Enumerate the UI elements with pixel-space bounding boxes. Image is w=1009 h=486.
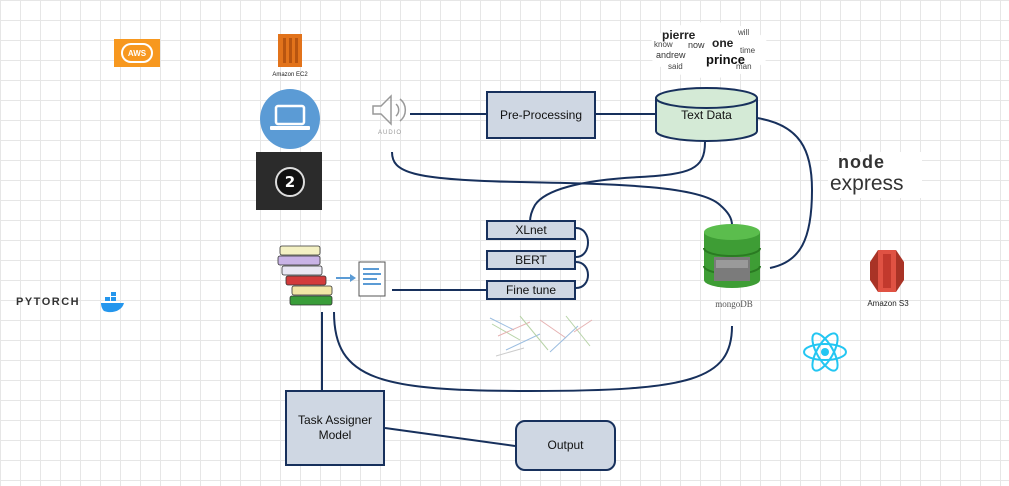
text-data-cylinder[interactable] bbox=[655, 87, 758, 142]
bert-box[interactable]: BERT bbox=[486, 250, 576, 270]
attention-visualization-image bbox=[489, 315, 593, 357]
word-cloud-word: andrew bbox=[656, 50, 686, 60]
word-cloud-image: pierre one prince andrew will said time … bbox=[648, 22, 770, 78]
textdata-to-s3-curve bbox=[756, 117, 814, 269]
document-icon bbox=[336, 261, 386, 297]
mongodb-label: mongoDB bbox=[715, 299, 753, 309]
express-label: express bbox=[830, 172, 904, 195]
books-to-mongodb-curve bbox=[333, 311, 733, 393]
amazon-ec2-label: Amazon EC2 bbox=[272, 72, 308, 78]
word-cloud-word: said bbox=[668, 62, 683, 71]
word-cloud-word: know bbox=[654, 40, 673, 49]
audio-speaker-icon bbox=[372, 94, 407, 126]
word-cloud-word: pierre bbox=[662, 28, 696, 42]
mongodb-icon bbox=[703, 224, 761, 288]
audio-label: AUDIO bbox=[377, 130, 402, 136]
docker-icon bbox=[101, 292, 124, 313]
xlnet-box[interactable]: XLnet bbox=[486, 220, 576, 240]
laptop-icon bbox=[260, 89, 320, 149]
word-cloud-word: will bbox=[738, 28, 750, 37]
cloud-icon bbox=[121, 43, 153, 63]
output-box[interactable]: Output bbox=[515, 420, 616, 471]
word-cloud-word: now bbox=[688, 40, 705, 50]
node-label: node bbox=[838, 152, 885, 172]
circle-two-logo: 2 bbox=[256, 152, 322, 210]
textdata-to-xlnet-curve bbox=[529, 141, 706, 223]
react-icon bbox=[803, 332, 847, 372]
word-cloud-word: one bbox=[712, 36, 734, 50]
two-badge-icon: 2 bbox=[275, 167, 305, 197]
books-stack-icon bbox=[277, 245, 333, 306]
task-assigner-box[interactable]: Task Assigner Model bbox=[285, 390, 385, 466]
aws-label: AWS bbox=[127, 48, 147, 58]
connectors bbox=[321, 113, 814, 447]
word-cloud-word: time bbox=[740, 46, 756, 55]
audio-to-mongodb-curve bbox=[391, 151, 733, 226]
amazon-ec2-icon bbox=[278, 34, 302, 67]
xlnet-bert-bracket bbox=[575, 227, 589, 258]
aws-logo: AWS bbox=[114, 39, 160, 67]
word-cloud-word: man bbox=[736, 62, 752, 71]
bert-finetune-bracket bbox=[575, 261, 589, 289]
amazon-s3-label: Amazon S3 bbox=[867, 299, 909, 308]
taskassigner-to-output-line bbox=[384, 427, 516, 447]
node-express-logo: node express bbox=[828, 152, 922, 198]
word-cloud-word: prince bbox=[706, 52, 746, 67]
preprocessing-box[interactable]: Pre-Processing bbox=[486, 91, 596, 139]
fine-tune-box[interactable]: Fine tune bbox=[486, 280, 576, 300]
pytorch-logo: PYTORCH bbox=[16, 296, 81, 308]
text-data-label: Text Data bbox=[681, 108, 732, 122]
amazon-s3-icon bbox=[870, 250, 904, 292]
